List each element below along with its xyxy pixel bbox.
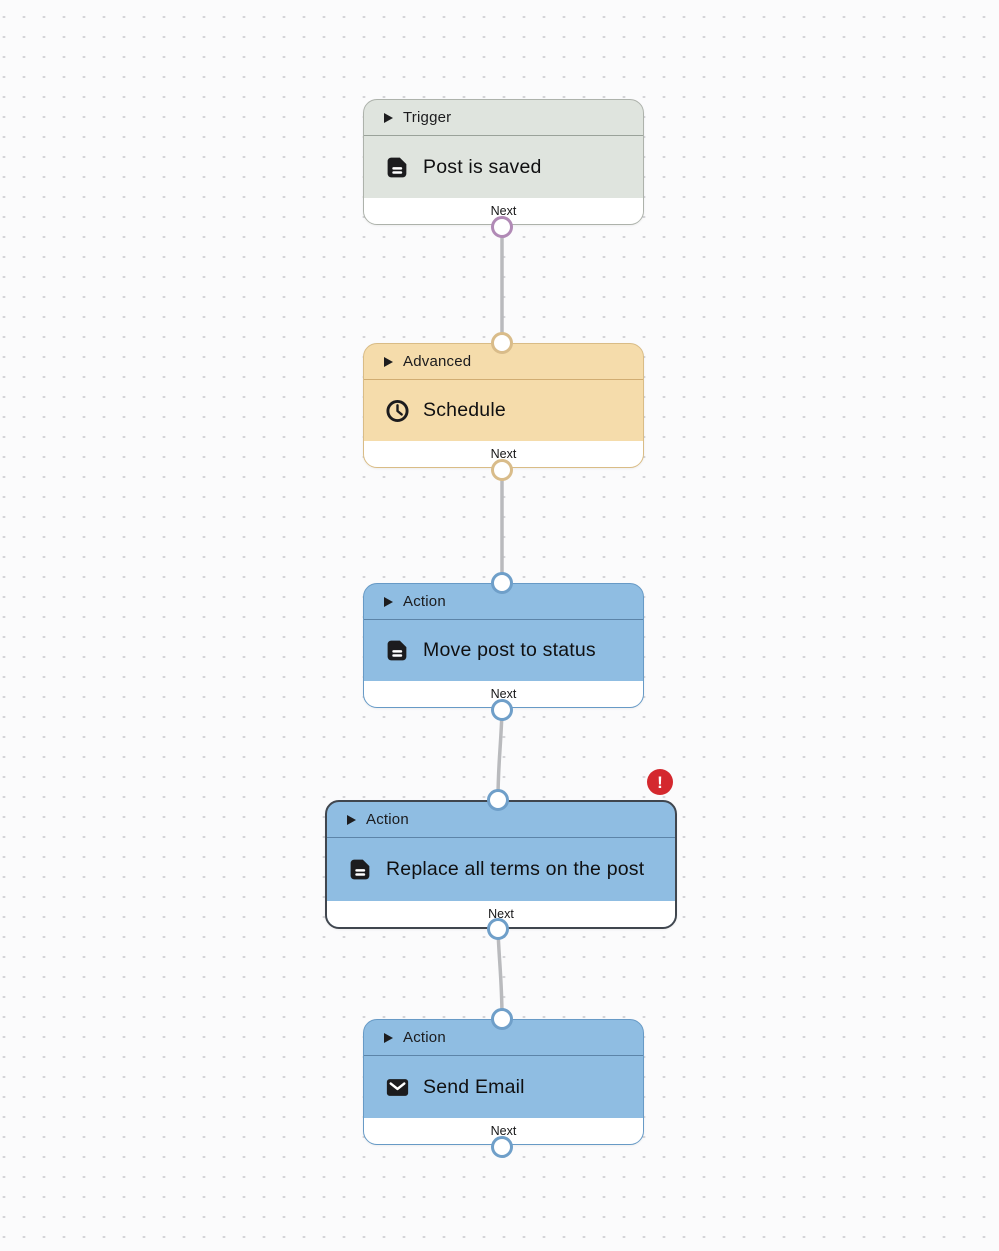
email-icon [385, 1075, 410, 1100]
node-body[interactable]: Replace all terms on the post [327, 838, 675, 901]
node-title: Replace all terms on the post [386, 858, 645, 880]
workflow-node-move-post[interactable]: Action Move post to status Next [363, 583, 644, 708]
input-port[interactable] [491, 1008, 513, 1030]
document-icon [385, 638, 410, 663]
output-port[interactable] [491, 216, 513, 238]
output-port[interactable] [491, 699, 513, 721]
document-icon [348, 857, 373, 882]
input-port[interactable] [487, 789, 509, 811]
workflow-node-schedule[interactable]: Advanced Schedule Next [363, 343, 644, 468]
workflow-node-trigger[interactable]: Trigger Post is saved Next [363, 99, 644, 225]
node-category-label: Action [403, 593, 446, 610]
next-label: Next [490, 204, 517, 218]
input-port[interactable] [491, 332, 513, 354]
error-badge: ! [647, 769, 673, 795]
next-label: Next [490, 447, 517, 461]
node-body[interactable]: Move post to status [364, 620, 643, 681]
node-body[interactable]: Schedule [364, 380, 643, 441]
node-category-label: Action [403, 1029, 446, 1046]
node-title: Schedule [423, 399, 506, 421]
node-body[interactable]: Post is saved [364, 136, 643, 198]
connector-line [496, 928, 504, 1020]
node-category-label: Advanced [403, 353, 472, 370]
node-category-label: Action [366, 811, 409, 828]
input-port[interactable] [491, 572, 513, 594]
node-header[interactable]: Action [364, 584, 643, 620]
node-header[interactable]: Action [364, 1020, 643, 1056]
node-title: Post is saved [423, 155, 542, 178]
connector-line [496, 709, 504, 801]
output-port[interactable] [491, 1136, 513, 1158]
collapse-triangle-icon[interactable] [384, 596, 393, 607]
next-label: Next [488, 907, 514, 921]
collapse-triangle-icon[interactable] [347, 814, 356, 825]
collapse-triangle-icon[interactable] [384, 1032, 393, 1043]
node-title: Send Email [423, 1075, 525, 1098]
error-badge-glyph: ! [657, 772, 663, 792]
collapse-triangle-icon[interactable] [384, 356, 393, 367]
clock-icon [385, 398, 410, 423]
output-port[interactable] [487, 918, 509, 940]
node-category-label: Trigger [403, 109, 452, 126]
node-header[interactable]: Advanced [364, 344, 643, 380]
node-footer: Next [364, 441, 643, 467]
next-label: Next [490, 687, 517, 701]
workflow-node-replace-terms[interactable]: Action Replace all terms on the post Nex… [325, 800, 677, 929]
next-label: Next [490, 1124, 517, 1138]
node-header[interactable]: Trigger [364, 100, 643, 136]
collapse-triangle-icon[interactable] [384, 112, 393, 123]
output-port[interactable] [491, 459, 513, 481]
node-header[interactable]: Action [327, 802, 675, 838]
workflow-node-send-email[interactable]: Action Send Email Next [363, 1019, 644, 1145]
document-icon [385, 155, 410, 180]
node-title: Move post to status [423, 639, 596, 661]
node-body[interactable]: Send Email [364, 1056, 643, 1118]
